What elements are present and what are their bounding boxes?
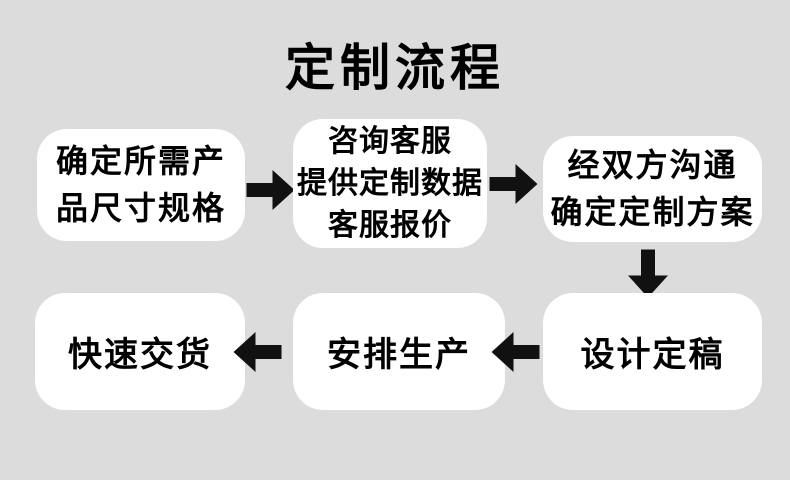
- step-text-line: 提供定制数据: [297, 166, 483, 200]
- flow-step-fast-delivery: 快速交货: [35, 293, 245, 410]
- arrow-right-icon: [246, 170, 295, 210]
- flow-step-confirm-custom-plan: 经双方沟通 确定定制方案: [543, 136, 762, 242]
- flow-step-consult-service-quote: 咨询客服 提供定制数据 客服报价: [293, 119, 487, 248]
- step-text-line: 确定定制方案: [550, 194, 755, 230]
- flow-step-confirm-product-specs: 确定所需产 品尺寸规格: [37, 129, 245, 241]
- page-title: 定制流程: [285, 40, 505, 96]
- step-text-line: 经双方沟通: [567, 147, 738, 183]
- flow-step-arrange-production: 安排生产: [293, 293, 505, 410]
- step-text-line: 安排生产: [327, 336, 471, 374]
- step-text-line: 设计定稿: [580, 336, 725, 374]
- arrow-down-icon: [628, 249, 668, 298]
- step-text-line: 咨询客服: [328, 124, 452, 158]
- step-text-line: 品尺寸规格: [55, 190, 226, 226]
- flow-step-design-final: 设计定稿: [543, 293, 762, 410]
- arrow-right-icon: [489, 164, 538, 204]
- step-text-line: 客服报价: [328, 208, 452, 242]
- step-text-line: 快速交货: [68, 336, 212, 374]
- step-text-line: 确定所需产: [55, 143, 226, 179]
- arrow-left-icon: [491, 332, 540, 372]
- arrow-left-icon: [233, 332, 282, 372]
